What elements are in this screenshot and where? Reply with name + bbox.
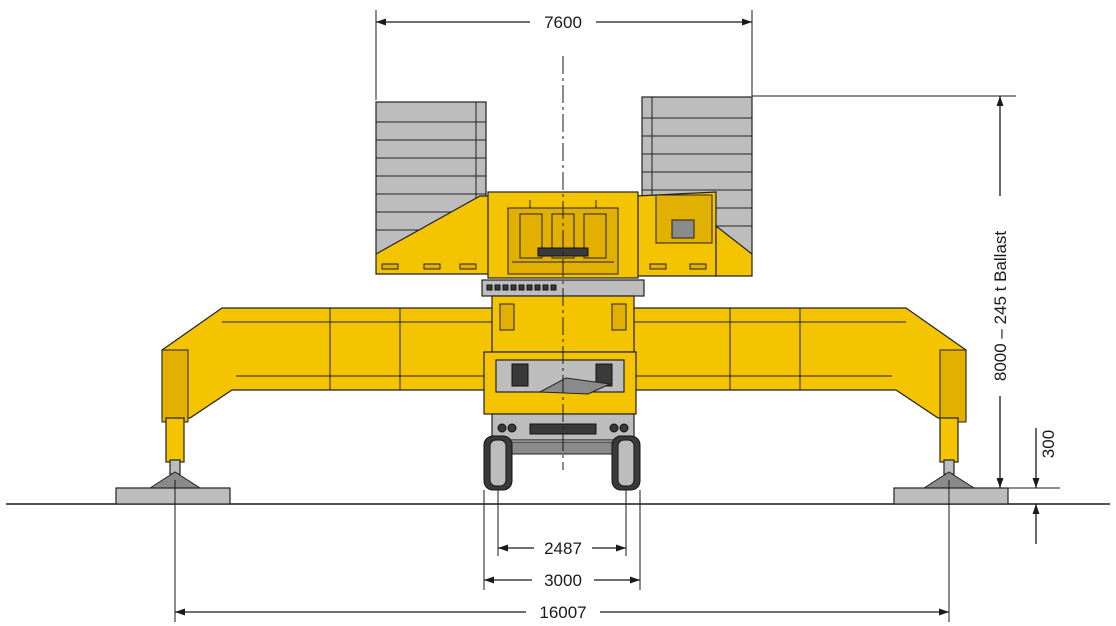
dim-label-track-outer: 3000 (544, 571, 582, 590)
outrigger-beam-right (625, 307, 1009, 505)
dimension-ground-clearance: 300 (1008, 428, 1060, 544)
dim-label-track-inner: 2487 (544, 539, 582, 558)
dimension-height-ballast: 8000 – 245 t Ballast (752, 95, 1016, 489)
dimension-outrigger-span: 16007 (174, 480, 950, 623)
dimension-track-outer: 3000 (483, 490, 641, 591)
dimension-top-width: 7600 (375, 10, 753, 100)
dim-label-height-ballast: 8000 – 245 t Ballast (991, 231, 1010, 382)
dimension-track-inner: 2487 (497, 490, 627, 559)
carrier-chassis (483, 295, 641, 491)
dim-label-outrigger-span: 16007 (539, 603, 586, 622)
dim-label-top-width: 7600 (544, 13, 582, 32)
dim-label-ground-clearance: 300 (1039, 430, 1058, 458)
outrigger-beam-left (115, 307, 501, 505)
